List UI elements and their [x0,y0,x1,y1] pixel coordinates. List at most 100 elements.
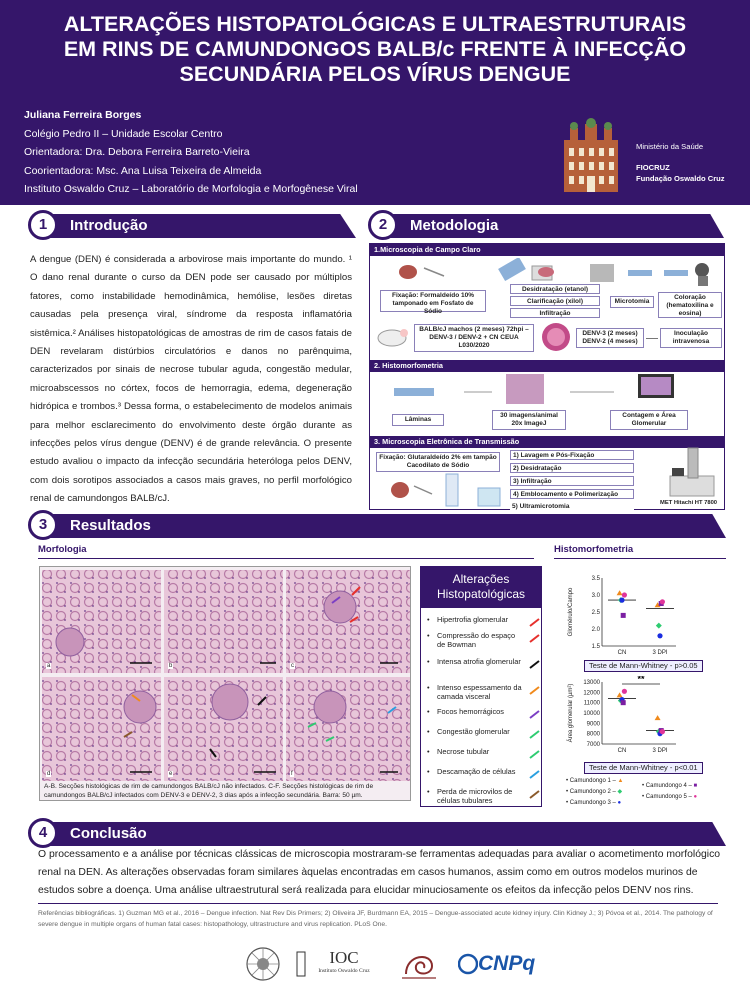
arrow-icon [529,730,540,739]
fiocruz-castle-icon [560,118,622,194]
legend-label-4: Camundongo 4 – [645,783,692,789]
legend-item-4: • Camundongo 4 – ■ [642,783,698,789]
arrow-icon [529,750,540,759]
arrow-icon [529,770,540,779]
conclusion-number: 4 [28,818,58,848]
ministry-name: Ministério da Saúde [636,142,704,151]
arrow-icon [529,710,540,719]
alteration-item: • Perda de microvilos de células tubulare… [427,787,540,805]
x-tick-label: 3 DPI [652,650,667,656]
brightfield-process-icons [399,258,709,286]
bullet-icon: • [427,787,430,796]
alteration-item: • Descamação de células [427,767,540,779]
data-point [659,729,665,735]
y-tick-label: 2.0 [592,627,601,633]
clarification-box: Clarificação (xilol) [510,296,600,306]
legend-label-1: Camundongo 1 – [569,778,616,784]
author-school: Colégio Pedro II – Unidade Escolar Centr… [24,127,223,140]
data-point [620,700,626,706]
data-point [654,715,661,721]
diamond-marker-icon: ◆ [617,789,623,795]
tem-step-4: 4) Emblocamento e Polimerização [510,489,634,499]
glomerular-count-box: Contagem e Área Glomerular [610,410,688,430]
results-heading: Resultados [70,517,151,534]
legend-item-1: • Camundongo 1 – ▲ [566,778,624,784]
y-tick-label: 9000 [587,721,601,727]
infiltration-box: Infiltração [510,308,600,318]
y-tick-label: 2.5 [592,610,601,616]
electron-microscope-icon [669,447,715,497]
panel-e [164,677,283,781]
alteration-label: Intensa atrofia glomerular [437,657,521,666]
panel-label-d: d [46,771,52,777]
data-point [655,622,662,629]
alteration-label: Descamação de células [437,767,516,776]
y-tick-label: 12000 [583,690,600,696]
legend-label-3: Camundongo 3 – [569,800,616,806]
morphology-heading: Morfologia [38,544,87,555]
ioc-emblem-icon [296,951,306,977]
kidney-micrographs [42,570,410,781]
data-point [621,592,627,598]
poster-header: ALTERAÇÕES HISTOPATOLÓGICAS E ULTRAESTRU… [0,0,750,205]
legend-label-5: Camundongo 5 – [645,794,692,800]
panel-label-f: f [290,771,294,777]
y-tick-label: 10000 [583,711,600,717]
significance-mark: ** [637,676,645,684]
panel-f [286,677,410,781]
references: Referências bibliográficas. 1) Guzman MG… [38,910,713,928]
alterations-title: Alterações Histopatológicas [421,567,541,608]
advisor: Orientadora: Dra. Debora Ferreira Barret… [24,146,250,159]
micrograph-grid: a b c d e f [39,566,411,801]
denv-schedule-box: DENV-3 (2 meses) DENV-2 (4 meses) [576,328,644,348]
panel-label-e: e [168,771,174,777]
inoculation-box: Inoculação intravenosa [660,328,722,348]
mouse-icon [377,329,408,347]
y-tick-label: 3.5 [592,576,601,582]
bullet-icon: • [427,707,430,716]
author-block: Juliana Ferreira Borges Colégio Pedro II… [24,106,358,199]
arrow-icon [529,660,540,669]
panel-label-b: b [168,663,174,669]
alterations-panel: Alterações Histopatológicas •Hipertrofia… [420,566,542,807]
panel-b [164,570,283,673]
alteration-item: •Compressão do espaço de Bowman [427,631,540,649]
legend-item-5: • Camundongo 5 – ● [642,794,698,800]
alteration-label: Perda de microvilos de células tubulares [437,787,513,805]
panel-label-c: c [290,663,295,669]
cnpq-emblem-icon [458,953,478,975]
arrow-icon [529,634,540,643]
bullet-icon: • [427,615,430,624]
panel-c [286,570,410,673]
tem-sample-icons [391,473,501,507]
alteration-item: •Congestão glomerular [427,727,540,739]
conclusion-text: O processamento e a análise por técnicas… [38,849,721,896]
data-point [616,692,623,698]
mann-whitney-label-1: Teste de Mann-Whitney - p>0.05 [584,660,703,672]
coadvisor: Coorientadora: Msc. Ana Luisa Teixeira d… [24,164,262,177]
dot-marker-icon: ● [693,794,698,800]
alteration-label: Focos hemorrágicos [437,707,504,716]
tem-step-2: 2) Desidratação [510,463,634,473]
results-section-bar: Resultados [40,514,726,538]
spiral-logo-icon [402,956,436,979]
author-name: Juliana Ferreira Borges [24,109,142,121]
mann-whitney-label-2: Teste de Mann-Whitney - p<0.01 [584,762,703,774]
square-marker-icon: ■ [693,783,698,789]
bullet-icon: • [427,767,430,776]
figure-caption: A-B. Secções histológicas de rim de camu… [44,783,374,799]
x-tick-label: 3 DPI [652,748,667,754]
alteration-item: •Necrose tubular [427,747,540,759]
legend-item-3: • Camundongo 3 – ● [566,800,622,806]
mice-group-box: BALB/cJ machos (2 meses) 72hpi – DENV-3 … [414,324,534,352]
arrow [646,338,658,339]
ioc-subtitle: Instituto Oswaldo Cruz [318,968,370,974]
x-tick-label: CN [618,650,627,656]
bullet-icon: • [427,631,430,640]
glutaraldehyde-fixation-box: Fixação: Glutaraldeído 2% em tampão Caco… [376,452,500,472]
tem-step-3: 3) Infiltração [510,476,634,486]
ioc-logo: IOC Instituto Oswaldo Cruz [309,948,379,988]
divider [554,558,726,559]
y-tick-label: 8000 [587,732,601,738]
